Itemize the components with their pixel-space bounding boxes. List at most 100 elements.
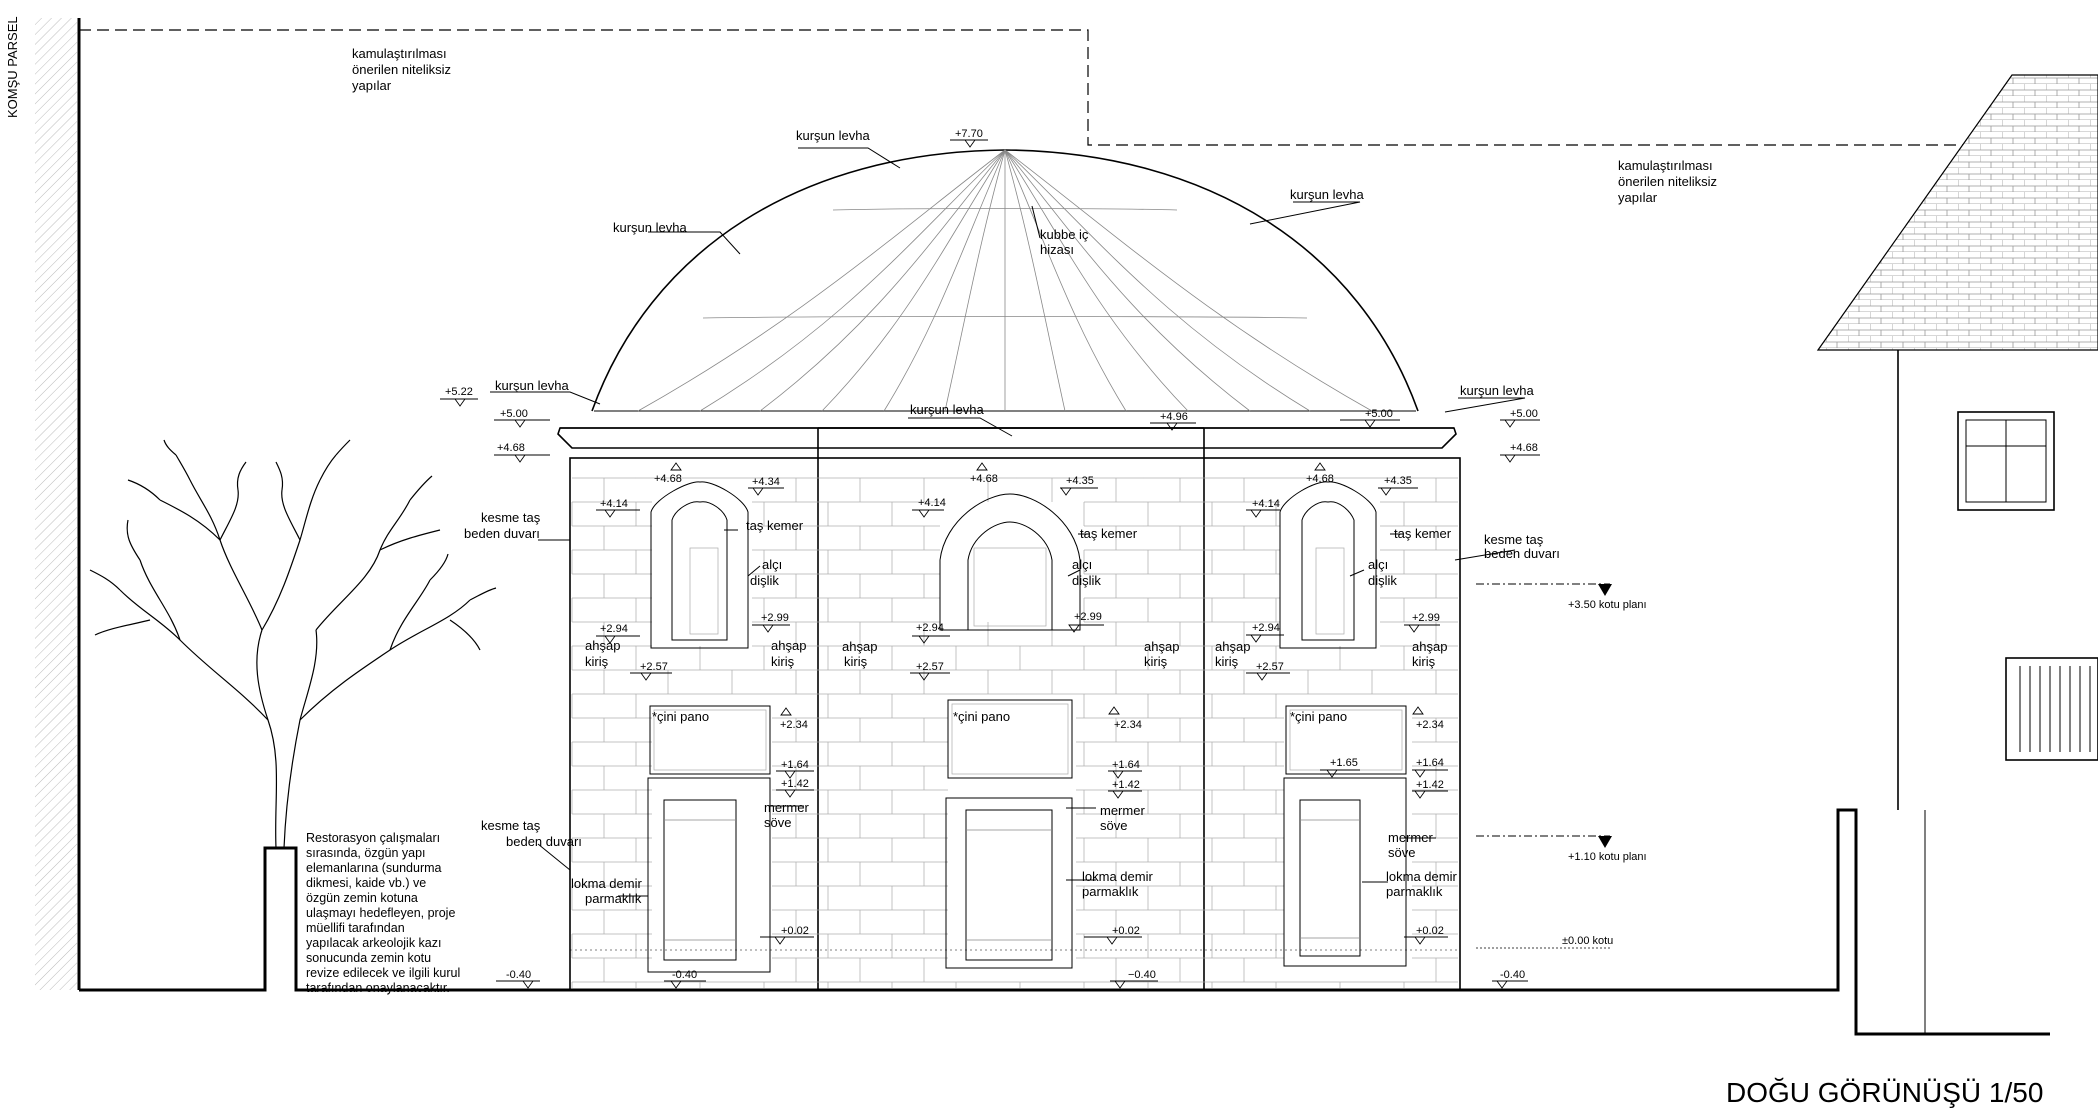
svg-text:ahşap: ahşap [1412,639,1447,654]
svg-text:taş kemer: taş kemer [746,518,804,533]
svg-text:lokma demir: lokma demir [1082,869,1153,884]
svg-text:+2.34: +2.34 [1416,719,1444,731]
svg-text:+4.35: +4.35 [1066,475,1094,487]
svg-text:+2.34: +2.34 [780,719,808,731]
svg-text:beden duvarı: beden duvarı [506,834,582,849]
expropriation-left-3: yapılar [352,78,392,93]
svg-text:+4.96: +4.96 [1160,411,1188,423]
svg-text:kiriş: kiriş [1412,654,1436,669]
expropriation-outline [79,29,2012,146]
left-bay [647,481,771,973]
svg-text:+5.00: +5.00 [1365,408,1393,420]
svg-text:+2.57: +2.57 [1256,661,1284,673]
svg-text:dişlik: dişlik [1368,573,1397,588]
svg-text:+2.57: +2.57 [640,661,668,673]
svg-text:kiriş: kiriş [1215,654,1239,669]
svg-text:parmaklık: parmaklık [1386,884,1443,899]
stone-wall [569,427,1461,991]
svg-text:+4.34: +4.34 [752,476,780,488]
svg-text:dişlik: dişlik [1072,573,1101,588]
svg-text:ahşap: ahşap [1215,639,1250,654]
svg-text:+2.99: +2.99 [1412,612,1440,624]
svg-text:+1.42: +1.42 [1112,779,1140,791]
svg-text:alçı: alçı [1072,557,1092,572]
svg-text:kiriş: kiriş [585,654,609,669]
svg-text:+2.99: +2.99 [761,612,789,624]
svg-text:+4.14: +4.14 [600,498,628,510]
svg-text:+2.99: +2.99 [1074,611,1102,623]
plan-markers: +3.50 kotu planı +1.10 kotu planı ±0.00 … [1476,583,1647,949]
svg-text:sonucunda zemin kotu: sonucunda zemin kotu [306,951,431,965]
svg-text:kurşun levha: kurşun levha [910,402,984,417]
svg-text:mermer: mermer [764,800,809,815]
svg-text:kurşun levha: kurşun levha [613,220,687,235]
svg-text:kurşun levha: kurşun levha [796,128,870,143]
neighbor-parcel: KOMŞU PARSEL [5,16,81,990]
expropriation-right-1: kamulaştırılması [1618,158,1713,173]
svg-text:kubbe iç: kubbe iç [1040,227,1089,242]
svg-text:+2.94: +2.94 [916,622,944,634]
restoration-note: Restorasyon çalışmaları sırasında, özgün… [306,831,460,995]
tree [89,439,497,849]
svg-text:beden duvarı: beden duvarı [1484,546,1560,561]
svg-text:*çini pano: *çini pano [1290,709,1347,724]
expropriation-left-1: kamulaştırılması [352,46,447,61]
svg-text:kesme taş: kesme taş [1484,532,1544,547]
svg-text:ahşap: ahşap [842,639,877,654]
svg-text:-0.40: -0.40 [506,969,531,981]
svg-text:+5.00: +5.00 [1510,408,1538,420]
svg-text:+4.68: +4.68 [497,442,525,454]
svg-text:beden duvarı: beden duvarı [464,526,540,541]
svg-text:kesme taş: kesme taş [481,510,541,525]
labels: kurşun levha kurşun levha kurşun levha k… [464,128,1560,906]
svg-text:*çini pano: *çini pano [953,709,1010,724]
svg-text:sırasında, özgün yapı: sırasında, özgün yapı [306,846,426,860]
svg-text:*çini pano: *çini pano [652,709,709,724]
svg-text:ahşap: ahşap [585,638,620,653]
svg-text:parmaklık: parmaklık [585,891,642,906]
svg-text:söve: söve [1388,845,1415,860]
svg-text:dişlik: dişlik [750,573,779,588]
svg-text:kiriş: kiriş [771,654,795,669]
svg-text:alçı: alçı [762,557,782,572]
svg-text:revize edilecek ve ilgili kuru: revize edilecek ve ilgili kurul [306,966,460,980]
svg-text:+2.34: +2.34 [1114,719,1142,731]
svg-text:mermer: mermer [1388,830,1433,845]
expropriation-right-2: önerilen niteliksiz [1618,174,1717,189]
svg-text:mermer: mermer [1100,803,1145,818]
level-annotations: +7.70 +5.22 +5.00 +4.68 +5.00 +4.68 +4.9… [440,128,1540,989]
svg-text:+4.35: +4.35 [1384,475,1412,487]
svg-text:dikmesi, kaide vb.) ve: dikmesi, kaide vb.) ve [306,876,426,890]
svg-text:+5.22: +5.22 [445,386,473,398]
leader-lines [490,147,1526,897]
svg-text:+4.14: +4.14 [918,497,946,509]
svg-text:söve: söve [1100,818,1127,833]
svg-text:+4.68: +4.68 [654,473,682,485]
svg-text:taş kemer: taş kemer [1080,526,1138,541]
svg-text:lokma demir: lokma demir [1386,869,1457,884]
cornice [557,427,1457,459]
svg-text:alçı: alçı [1368,557,1388,572]
svg-text:-0.40: -0.40 [672,969,697,981]
svg-text:+2.94: +2.94 [600,623,628,635]
svg-text:−0.40: −0.40 [1128,969,1156,981]
svg-text:+2.94: +2.94 [1252,622,1280,634]
expropriation-left-2: önerilen niteliksiz [352,62,451,77]
svg-text:+1.10 kotu planı: +1.10 kotu planı [1568,851,1647,863]
svg-text:yapılacak arkeolojik kazı: yapılacak arkeolojik kazı [306,936,441,950]
svg-text:kesme taş: kesme taş [481,818,541,833]
svg-text:+1.65: +1.65 [1330,757,1358,769]
svg-text:parmaklık: parmaklık [1082,884,1139,899]
svg-text:ahşap: ahşap [1144,639,1179,654]
neighbor-parcel-label: KOMŞU PARSEL [5,16,20,118]
center-bay [939,493,1081,969]
svg-text:-0.40: -0.40 [1500,969,1525,981]
svg-text:+4.14: +4.14 [1252,498,1280,510]
dome [591,149,1419,412]
svg-text:kurşun levha: kurşun levha [1290,187,1364,202]
svg-text:kiriş: kiriş [844,654,868,669]
svg-text:+1.42: +1.42 [1416,779,1444,791]
svg-text:ulaşmayı hedefleyen, proje: ulaşmayı hedefleyen, proje [306,906,455,920]
svg-text:müellifi tarafından: müellifi tarafından [306,921,405,935]
